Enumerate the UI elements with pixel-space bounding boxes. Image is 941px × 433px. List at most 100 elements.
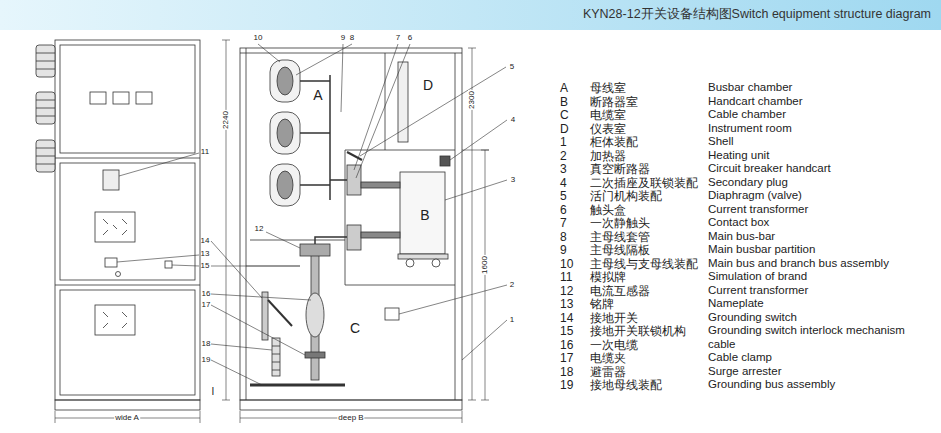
side-view-part bbox=[398, 254, 448, 259]
front-view bbox=[55, 40, 200, 410]
table-cell-en: Main bus and branch bus assembly bbox=[708, 258, 889, 270]
front-view-part bbox=[55, 158, 200, 159]
callout-number: 6 bbox=[408, 34, 412, 42]
dimension-text: deep B bbox=[337, 414, 364, 422]
side-view bbox=[240, 48, 462, 410]
table-key: 2 bbox=[560, 150, 567, 162]
table-cell-en: Cable chamber bbox=[708, 109, 786, 121]
front-view-part bbox=[105, 258, 117, 267]
leader-line-part bbox=[360, 67, 506, 156]
side-view-part bbox=[277, 119, 293, 147]
side-view-part bbox=[272, 338, 280, 376]
callout-number: 18 bbox=[202, 340, 211, 348]
leader-line-part bbox=[117, 255, 199, 262]
table-cell-en: Contact box bbox=[708, 217, 769, 229]
side-view-part bbox=[270, 112, 300, 154]
side-view-part bbox=[361, 182, 400, 188]
bushing-part bbox=[36, 53, 55, 164]
front-view-part bbox=[55, 400, 200, 410]
table-cell-en: Handcart chamber bbox=[708, 96, 803, 108]
dimension-text: 1600 bbox=[481, 255, 489, 275]
table-cell-zh: 真空断路器 bbox=[590, 163, 650, 175]
leader-line-part bbox=[445, 180, 507, 200]
callout-number: 2 bbox=[510, 281, 514, 289]
side-view-part bbox=[277, 67, 293, 95]
leader-line-part bbox=[119, 153, 199, 176]
side-view-part bbox=[250, 384, 345, 387]
front-view-part bbox=[95, 305, 135, 335]
table-cell-zh: 一次电缆 bbox=[590, 339, 638, 351]
front-view-part bbox=[103, 219, 127, 235]
dimension-line-part bbox=[462, 150, 489, 400]
table-cell-zh: 主母线隔板 bbox=[590, 244, 650, 256]
table-cell-zh: 电缆室 bbox=[590, 109, 626, 121]
front-view-part bbox=[55, 40, 200, 400]
table-key: 19 bbox=[560, 379, 573, 391]
leader-line-part bbox=[354, 44, 398, 170]
table-key: 4 bbox=[560, 177, 567, 189]
table-key: C bbox=[560, 109, 569, 121]
dimension-text: 2240 bbox=[222, 110, 230, 130]
table-cell-en: Busbar chamber bbox=[708, 82, 792, 94]
table-cell-en: Secondary plug bbox=[708, 177, 788, 189]
table-cell-zh: 二次插座及联锁装配 bbox=[590, 177, 698, 189]
table-cell-zh: 接地母线装配 bbox=[590, 379, 662, 391]
table-key: B bbox=[560, 96, 568, 108]
table-cell-en: Circuit breaker handcart bbox=[708, 163, 831, 175]
table-key: 10 bbox=[560, 258, 573, 270]
dimension-text: 2300 bbox=[468, 90, 476, 110]
chamber-letter: A bbox=[313, 88, 322, 102]
side-view-part bbox=[270, 164, 300, 206]
leader-line-part bbox=[211, 294, 311, 300]
table-key: 6 bbox=[560, 204, 567, 216]
table-key: 7 bbox=[560, 217, 567, 229]
front-view-part bbox=[165, 261, 172, 268]
front-view-part bbox=[136, 92, 152, 104]
header-band bbox=[0, 0, 941, 30]
dimension-text: wide A bbox=[114, 414, 140, 422]
side-view-part bbox=[432, 259, 440, 267]
callout-number: 4 bbox=[511, 116, 515, 124]
table-cell-en: Instrument room bbox=[708, 123, 792, 135]
table-key: 13 bbox=[560, 298, 573, 310]
leader-line-part bbox=[296, 44, 352, 75]
side-view-part bbox=[385, 53, 386, 150]
side-view-part bbox=[268, 300, 292, 326]
side-view-part bbox=[246, 265, 300, 266]
table-key: 17 bbox=[560, 352, 573, 364]
leader-line-part bbox=[258, 44, 280, 62]
callout-number: 9 bbox=[341, 34, 345, 42]
table-key: 16 bbox=[560, 339, 573, 351]
table-key: 14 bbox=[560, 312, 573, 324]
marker-text: I bbox=[212, 387, 215, 397]
callout-number: 17 bbox=[202, 301, 211, 309]
table-cell-zh: 仪表室 bbox=[590, 123, 626, 135]
callout-number: 13 bbox=[201, 250, 210, 258]
callout-number: 11 bbox=[201, 148, 209, 156]
table-cell-en: Grounding switch interlock mechanism bbox=[708, 325, 905, 337]
table-cell-en: Grounding bus assembly bbox=[708, 379, 835, 391]
side-view-part bbox=[300, 75, 347, 200]
side-view-part bbox=[240, 400, 462, 410]
table-cell-zh: 断路器室 bbox=[590, 96, 638, 108]
chamber-letter: D bbox=[423, 78, 433, 92]
leader-line-part bbox=[211, 344, 272, 350]
table-key: 9 bbox=[560, 244, 567, 256]
side-view-part bbox=[440, 156, 450, 166]
table-cell-en: Current transformer bbox=[708, 285, 808, 297]
table-cell-zh: 模拟牌 bbox=[590, 271, 626, 283]
leader-line bbox=[117, 44, 507, 385]
table-cell-zh: 触头盒 bbox=[590, 204, 626, 216]
leader-line-part bbox=[266, 232, 300, 248]
side-view-part bbox=[400, 172, 445, 254]
table-cell-zh: 接地开关 bbox=[590, 312, 638, 324]
table-cell-en: cable bbox=[708, 339, 736, 351]
table-cell-zh: 柜体装配 bbox=[590, 136, 638, 148]
side-view-part bbox=[361, 232, 400, 238]
table-key: 12 bbox=[560, 285, 573, 297]
dimension-line bbox=[55, 40, 489, 423]
front-view-part bbox=[103, 312, 127, 328]
table-cell-en: Main bus-bar bbox=[708, 231, 775, 243]
